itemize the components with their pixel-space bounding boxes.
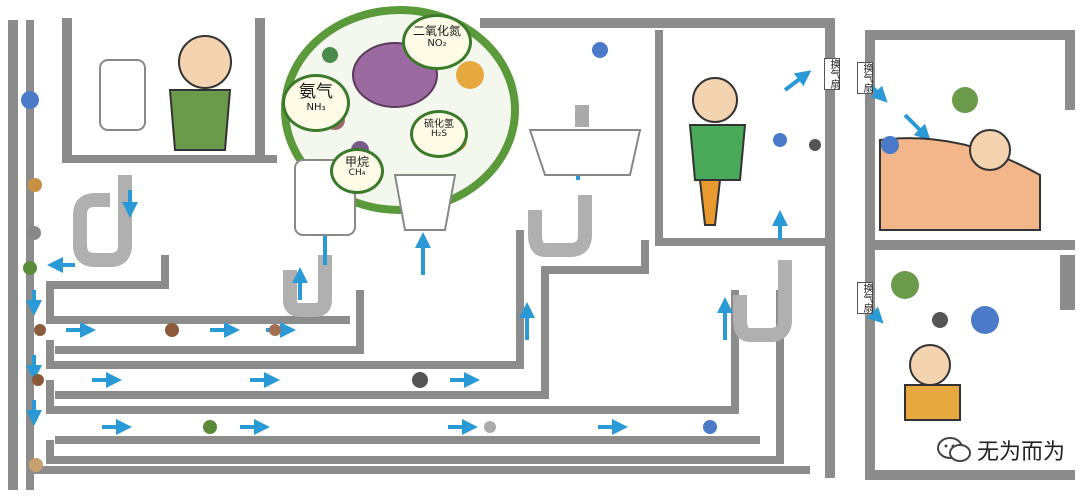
gas-formula: NH₃ [306,101,326,113]
gas-formula: NO₂ [427,38,447,50]
gas-name: 甲烷 [344,155,369,169]
people [168,35,1041,421]
gas-formula: CH₄ [348,168,366,179]
fan-label-2: 换气扇 [857,62,873,94]
gas-name: 硫化氢 [424,119,454,130]
fan-label-3: 换气扇 [857,282,873,314]
gas-label-nitrogen-dioxide: 二氧化氮 NO₂ [402,14,472,70]
watermark-text: 无为而为 [976,440,1065,465]
gas-name: 二氧化氮 [412,24,461,38]
wechat-icon [936,437,971,462]
gas-formula: H₂S [430,129,448,139]
gas-label-ammonia: 氨气 NH₃ [282,74,350,132]
gas-label-methane: 甲烷 CH₄ [330,148,384,194]
germs [21,42,999,472]
watermark: 无为而为 [936,434,1065,466]
fan-label-1: 换气扇 [824,58,840,90]
gas-name: 氨气 [299,82,333,102]
building-walls [8,18,1075,490]
gas-label-hydrogen-sulfide: 硫化氢 H₂S [410,110,468,158]
u-traps [73,175,792,342]
